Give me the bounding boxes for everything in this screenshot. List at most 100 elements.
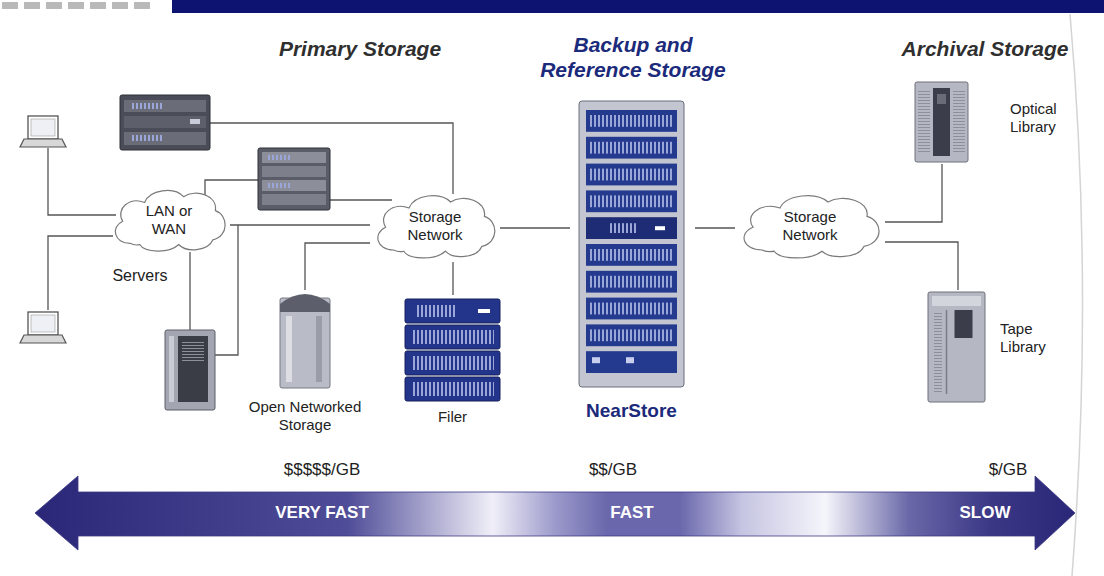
- cloud-label: LAN or WAN: [134, 202, 204, 238]
- wire: [189, 252, 190, 330]
- header-square: [90, 2, 106, 9]
- header-bar: [2, 0, 1104, 13]
- shelf-light: [626, 357, 634, 363]
- shelf-vent: [590, 249, 673, 261]
- server-face: [262, 194, 326, 205]
- server-vent: [268, 155, 292, 160]
- server-vent: [130, 103, 164, 109]
- cabinet: [579, 101, 684, 387]
- shelf: [586, 190, 677, 212]
- shelf-vent: [590, 195, 673, 207]
- server-case: [120, 95, 210, 150]
- cloud-outline: [744, 196, 879, 258]
- cloud-outline: [115, 190, 225, 251]
- shelf-light: [655, 226, 665, 230]
- cost-label: $$$$$/GB: [252, 460, 392, 480]
- tower-edge: [169, 336, 174, 402]
- server-face: [124, 132, 206, 145]
- wire: [210, 123, 453, 194]
- laptop-base: [20, 335, 66, 343]
- device-icon: [915, 82, 968, 162]
- shelf: [586, 137, 677, 159]
- group-label: Servers: [100, 266, 180, 285]
- cloud-label: Storage Network: [397, 208, 473, 244]
- device-label-box: NearStore: [570, 400, 693, 423]
- tower-front: [178, 336, 208, 402]
- connector: [452, 262, 453, 295]
- storage-device: Open Networked Storage: [240, 290, 372, 436]
- connector: [500, 227, 570, 228]
- cost-label: $/GB: [978, 460, 1038, 480]
- library-slats: [953, 90, 965, 154]
- device-label-box: Filer: [400, 408, 505, 426]
- shelf-vent: [590, 169, 673, 181]
- speed-arrow: [35, 476, 1075, 550]
- server-face: [124, 116, 206, 128]
- server-face: [262, 152, 326, 163]
- filer-unit: [405, 325, 500, 349]
- rack-server: [120, 95, 210, 150]
- laptop: [20, 116, 66, 147]
- shelf: [586, 217, 677, 239]
- filer-unit: [405, 299, 500, 323]
- shelf: [586, 298, 677, 320]
- connector: [695, 227, 735, 228]
- shelf-light: [592, 357, 600, 363]
- filer-vent: [411, 356, 494, 370]
- connector: [230, 224, 370, 225]
- device-icon: [928, 292, 985, 402]
- library-slats: [918, 90, 930, 154]
- connector: [885, 242, 958, 290]
- wire: [330, 199, 392, 200]
- library-panel: [933, 88, 950, 156]
- shelf-vent: [590, 142, 673, 154]
- header-square: [134, 2, 150, 9]
- laptop-base: [20, 139, 66, 147]
- header-square: [2, 2, 18, 9]
- wire: [48, 148, 116, 215]
- laptop-display: [31, 119, 55, 136]
- filer-vent: [415, 305, 455, 317]
- cloud-outline: [378, 196, 495, 258]
- connector: [885, 164, 942, 222]
- server-face: [262, 166, 326, 177]
- shelf-vent: [608, 223, 638, 233]
- device-icon: [280, 290, 330, 388]
- shelf: [586, 351, 677, 373]
- shelf-vent: [590, 115, 673, 127]
- cost-label: $$/GB: [563, 460, 663, 480]
- library-window: [955, 310, 973, 338]
- storage-device: NearStore: [570, 98, 695, 425]
- shelf: [586, 244, 677, 266]
- speed-label: VERY FAST: [242, 503, 402, 523]
- shelf-vent: [590, 329, 673, 341]
- network-cloud: LAN or WAN: [108, 185, 230, 255]
- server-case: [258, 148, 330, 210]
- server-face: [262, 180, 326, 191]
- server-light: [190, 119, 200, 124]
- wire: [48, 236, 113, 310]
- laptop-display: [31, 315, 55, 332]
- library-window: [937, 94, 946, 104]
- filer-unit: [405, 351, 500, 375]
- tower-server: [165, 330, 215, 410]
- storage-device: Tape Library: [925, 290, 1082, 404]
- speed-label: SLOW: [945, 503, 1025, 523]
- library-top: [932, 296, 981, 306]
- speed-label: FAST: [582, 503, 682, 523]
- header-square: [24, 2, 40, 9]
- shelf: [586, 271, 677, 293]
- shelf-vent: [590, 276, 673, 288]
- filer-vent: [411, 382, 494, 396]
- device-icon: [578, 100, 685, 388]
- filer-light: [478, 309, 490, 313]
- storage-device: Optical Library: [912, 80, 1092, 164]
- network-cloud: Storage Network: [370, 190, 500, 262]
- section-heading: Primary Storage: [240, 36, 480, 61]
- server-vent: [130, 135, 164, 141]
- device-label-box: Tape Library: [1000, 320, 1080, 356]
- cloud-label: Storage Network: [772, 208, 848, 244]
- tower-highlight: [286, 316, 292, 382]
- tower-case: [165, 330, 215, 410]
- shelf: [586, 110, 677, 132]
